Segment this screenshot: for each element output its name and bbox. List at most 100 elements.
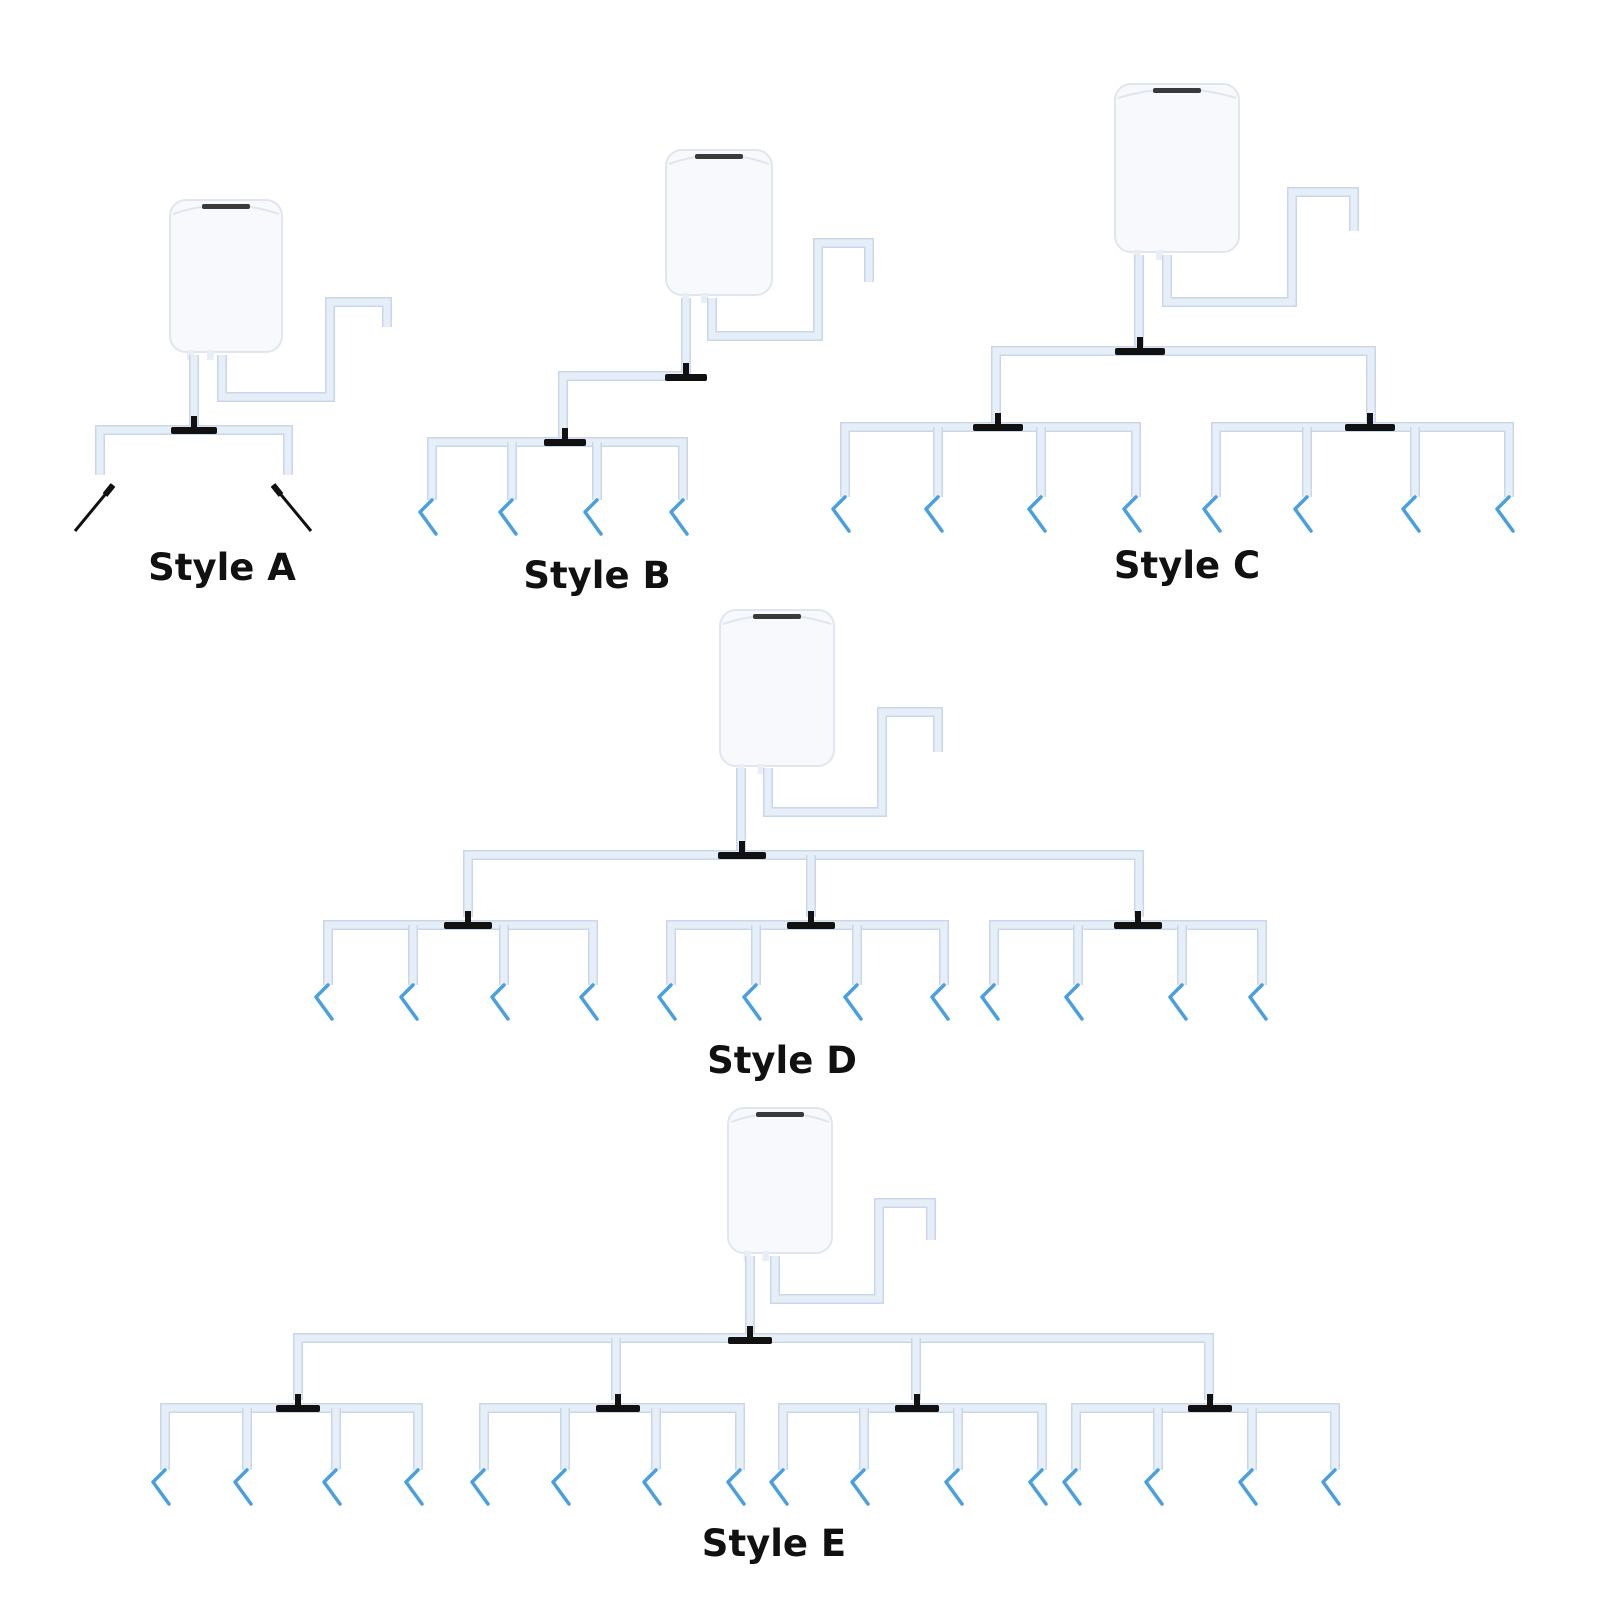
branch-tube-edge (989, 920, 1267, 985)
tee-connector (973, 424, 1023, 431)
blue-hook-dripper-icon (583, 498, 603, 536)
tee-connector (544, 439, 586, 446)
blue-hook-dripper-icon (944, 1468, 964, 1506)
kit-style-c: Style C (831, 83, 1515, 587)
tee-connector-stem (995, 413, 1001, 425)
branch-tube (841, 423, 1140, 497)
blue-hook-dripper-icon (1401, 495, 1421, 533)
refill-tube (771, 1199, 935, 1303)
reservoir-display-slot (695, 154, 743, 159)
reservoir-inlet-port (757, 764, 765, 774)
drippers-b (418, 498, 689, 536)
tee-connector (787, 922, 835, 929)
blue-hook-dripper-icon (470, 1468, 490, 1506)
blue-hook-dripper-icon (1238, 1468, 1258, 1506)
tee-connector (171, 427, 217, 434)
branch-tube (779, 1404, 1046, 1470)
refill-tube (708, 239, 873, 340)
tee-connector (1115, 348, 1165, 355)
blue-hook-dripper-icon (1122, 495, 1142, 533)
branch-tube (667, 921, 948, 985)
drippers-d (314, 983, 1268, 1021)
blue-hook-dripper-icon (498, 498, 518, 536)
branch-tube-edge (479, 1403, 745, 1470)
blue-hook-dripper-icon (579, 983, 599, 1021)
blue-hook-dripper-icon (924, 495, 944, 533)
blue-hook-dripper-icon (657, 983, 677, 1021)
tee-connector-stem (1137, 337, 1143, 349)
blue-hook-dripper-icon (930, 983, 950, 1021)
connectors-d (444, 841, 1162, 929)
main-tube (294, 1334, 1213, 1400)
reservoir-body (719, 609, 835, 767)
main-tube (559, 372, 686, 440)
reservoir-a (169, 199, 283, 360)
drippers-c (831, 495, 1515, 533)
tee-connector-stem (1135, 911, 1141, 923)
blue-hook-dripper-icon (850, 1468, 870, 1506)
tee-connector-stem (1207, 1394, 1213, 1406)
style-label-c: Style C (1114, 544, 1260, 587)
drippers-a (73, 483, 313, 532)
tee-connector-stem (295, 1394, 301, 1406)
tee-connector-stem (914, 1394, 920, 1406)
blue-hook-dripper-icon (831, 495, 851, 533)
tee-connector (1114, 922, 1162, 929)
blue-hook-dripper-icon (769, 1468, 789, 1506)
style-label-b: Style B (523, 554, 670, 597)
reservoir-display-slot (202, 204, 250, 209)
blue-hook-dripper-icon (322, 1468, 342, 1506)
reservoir-inlet-port (700, 293, 708, 303)
kit-style-d: Style D (314, 609, 1268, 1082)
connectors-e (276, 1326, 1232, 1412)
drippers-e (151, 1468, 1341, 1506)
spike-dripper-cap (102, 483, 116, 497)
reservoir-display-slot (1153, 88, 1201, 93)
blue-hook-dripper-icon (418, 498, 438, 536)
tee-connector-stem (562, 428, 568, 440)
blue-hook-dripper-icon (233, 1468, 253, 1506)
reservoir-body (169, 199, 283, 353)
refill-tube (218, 298, 391, 401)
reservoir-body (1114, 83, 1240, 253)
tee-connector (1188, 1405, 1232, 1412)
main-tube-edge (558, 371, 686, 440)
refill-tube (1163, 188, 1358, 306)
blue-hook-dripper-icon (1064, 983, 1084, 1021)
tee-connector (276, 1405, 320, 1412)
branch-tube-edge (160, 1403, 423, 1470)
tee-connector (596, 1405, 640, 1412)
blue-hook-dripper-icon (1202, 495, 1222, 533)
blue-hook-dripper-icon (151, 1468, 171, 1506)
reservoir-body (727, 1107, 833, 1254)
style-label-a: Style A (148, 546, 296, 589)
blue-hook-dripper-icon (1293, 495, 1313, 533)
blue-hook-dripper-icon (1495, 495, 1515, 533)
reservoir-display-slot (753, 614, 801, 619)
branch-tube-edge (778, 1403, 1047, 1470)
connectors-b (544, 363, 707, 446)
connectors-c (973, 337, 1395, 431)
blue-hook-dripper-icon (669, 498, 689, 536)
branch-tube-edge (666, 920, 949, 985)
tee-connector (1345, 424, 1395, 431)
blue-hook-dripper-icon (404, 1468, 424, 1506)
blue-hook-dripper-icon (1062, 1468, 1082, 1506)
blue-hook-dripper-icon (642, 1468, 662, 1506)
branch-tube (480, 1404, 744, 1470)
tee-connector (665, 374, 707, 381)
reservoir-inlet-port (762, 1251, 770, 1261)
blue-hook-dripper-icon (1248, 983, 1268, 1021)
tee-connector-stem (739, 841, 745, 853)
reservoir-d (719, 609, 835, 774)
tee-connector-stem (465, 911, 471, 923)
main-tube-edge (463, 850, 1144, 917)
reservoir-e (727, 1107, 833, 1261)
main-tube-edge (293, 1333, 1214, 1400)
tee-connector (728, 1337, 772, 1344)
tubing-b (427, 238, 874, 500)
branch-tube (161, 1404, 422, 1470)
reservoir-body (665, 149, 773, 296)
blue-hook-dripper-icon (551, 1468, 571, 1506)
